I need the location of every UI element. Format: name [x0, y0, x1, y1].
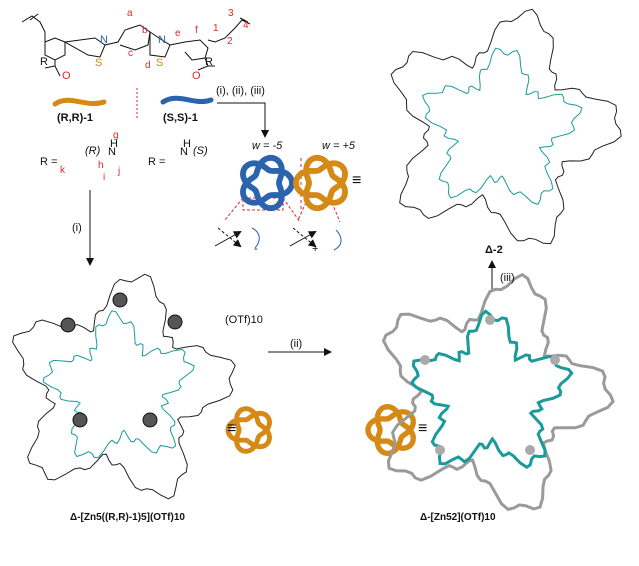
- thiazole-s: S: [95, 57, 103, 69]
- delta-2-inner-strand: [421, 47, 583, 206]
- helicate-inner-strand: [42, 310, 195, 459]
- arrow-all-steps: [217, 102, 269, 138]
- zinc-ion: [485, 315, 495, 325]
- atom-label-a: a: [127, 8, 133, 19]
- zinc-ion: [72, 412, 88, 428]
- crossing-sign-positive: +: [312, 243, 319, 255]
- crystal-structure-backbone: [381, 272, 615, 512]
- blue-strand-ss: [160, 95, 214, 105]
- atom-label-d: d: [145, 60, 151, 71]
- zinc-ion: [142, 412, 158, 428]
- zinc-ion: [550, 355, 560, 365]
- stereo-label-r: (R): [85, 145, 101, 157]
- zinc-ion: [435, 445, 445, 455]
- zinc-ion: [167, 314, 183, 330]
- atom-label-1: 1: [213, 23, 219, 34]
- knot-schematic-icon: [365, 403, 416, 457]
- r-definition-rr: R =: [40, 156, 58, 168]
- crossing-positive: [289, 197, 342, 251]
- thiazole-n: N: [100, 34, 108, 46]
- equivalence-symbol: ≡: [227, 420, 237, 437]
- label-g: g: [113, 130, 119, 141]
- amide-n: N: [108, 146, 116, 158]
- small-knot-icon: [225, 406, 272, 454]
- zinc-ion: [60, 317, 76, 333]
- crystal-structure-teal-strand: [409, 309, 574, 470]
- zinc-ion: [420, 355, 430, 365]
- gold-strand-rr: [52, 97, 107, 107]
- label-ss-1: (S,S)-1: [163, 112, 198, 124]
- zinc-ion: [112, 292, 128, 308]
- writhe-negative: w = -5: [252, 140, 283, 152]
- amide-h: H: [183, 138, 191, 150]
- r-group-right: R: [205, 56, 213, 68]
- step-ii-label: (ii): [290, 338, 303, 350]
- thiazole-s: S: [156, 57, 164, 69]
- amide-h: H: [110, 138, 118, 150]
- steps-all-label: (i), (ii), (iii): [216, 85, 265, 97]
- label-h: h: [98, 160, 104, 171]
- carbonyl-o: O: [192, 70, 201, 82]
- ligand-structure: [21, 13, 251, 77]
- delta-2-macrocycle: [390, 8, 622, 245]
- label-k: k: [60, 165, 65, 176]
- helicate-complex-structure: [12, 273, 236, 500]
- blue-knot-icon: [240, 154, 295, 212]
- atom-label-f: f: [195, 25, 198, 36]
- label-rr-1: (R,R)-1: [57, 112, 94, 124]
- atom-label-c: c: [128, 48, 133, 59]
- counterion-label: (OTf)10: [225, 314, 263, 326]
- atom-label-e: e: [175, 28, 181, 39]
- label-j: j: [118, 166, 121, 177]
- caption-knot-complex: Δ-[Zn52](OTf)10: [420, 512, 496, 523]
- r-group-left: R: [40, 56, 48, 68]
- caption-helicate-complex: Δ-[Zn5((R,R)-1)5](OTf)10: [70, 512, 185, 523]
- amide-n: N: [180, 146, 188, 158]
- r-definition-ss: R =: [148, 156, 166, 168]
- step-i-label: (i): [72, 222, 82, 234]
- writhe-positive: w = +5: [322, 140, 356, 152]
- atom-label-3: 3: [228, 8, 234, 19]
- label-i: i: [103, 172, 106, 183]
- atom-label-2: 2: [227, 36, 233, 47]
- thiazole-n: N: [158, 34, 166, 46]
- crossing-sign-negative: -: [254, 243, 258, 255]
- zinc-ion: [525, 445, 535, 455]
- carbonyl-o: O: [62, 70, 71, 82]
- label-delta-2: Δ-2: [485, 244, 503, 256]
- orange-knot-icon: [293, 154, 348, 212]
- crossing-negative: [214, 197, 301, 249]
- step-iii-label: (iii): [500, 272, 515, 284]
- equivalence-symbol: ≡: [418, 420, 428, 437]
- equivalence-symbol: ≡: [352, 172, 362, 189]
- atom-label-b: b: [142, 25, 148, 36]
- atom-label-4: 4: [243, 20, 249, 31]
- stereo-label-s: (S): [193, 145, 208, 157]
